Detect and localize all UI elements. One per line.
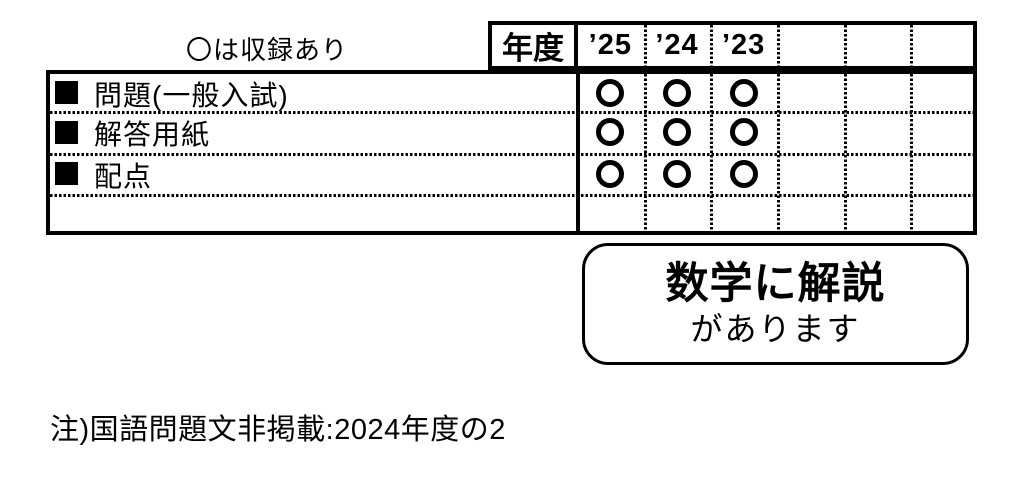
callout-line2: があります	[690, 311, 861, 348]
legend-text: 〇は収録あり	[186, 35, 349, 65]
included-circle-icon	[596, 118, 625, 146]
included-circle-icon	[662, 118, 691, 146]
grid-column-divider-solid	[576, 74, 580, 231]
included-circle-icon	[596, 159, 625, 188]
table-row-label: 配点	[94, 160, 153, 192]
included-circle-icon	[662, 159, 691, 188]
grid-column-divider	[843, 25, 847, 66]
table-row-label: 問題(一般入試)	[94, 79, 289, 111]
year-header-label: 年度	[502, 31, 564, 66]
footnote: 注)国語問題文非掲載:2024年度の2	[50, 414, 506, 446]
included-circle-icon	[729, 159, 758, 188]
included-circle-icon	[729, 78, 758, 107]
included-circle-icon	[662, 78, 691, 107]
table-row-label: 解答用紙	[94, 119, 211, 150]
included-circle-icon	[729, 118, 758, 146]
grid-column-divider	[776, 74, 780, 231]
year-column-header: ’25	[588, 29, 632, 61]
grid-column-divider	[910, 25, 914, 66]
year-column-header: ’24	[655, 29, 699, 61]
year-column-header	[777, 24, 844, 67]
grid-row-divider	[50, 111, 973, 114]
year-column-header	[910, 24, 977, 67]
grid-row-divider	[50, 194, 973, 197]
callout-box: 数学に解説 があります	[582, 243, 969, 365]
grid-row-divider	[50, 153, 973, 156]
year-column-header	[844, 24, 911, 67]
callout-line1: 数学に解説	[665, 259, 886, 308]
grid-column-divider	[776, 25, 780, 66]
black-square-icon	[55, 81, 78, 104]
grid-column-divider	[710, 25, 714, 66]
grid-column-divider	[843, 74, 847, 231]
included-circle-icon	[596, 78, 625, 107]
grid-column-divider	[710, 74, 714, 231]
year-column-header: ’23	[721, 29, 766, 61]
grid-column-divider	[643, 74, 647, 231]
availability-table	[46, 70, 977, 235]
grid-column-divider	[910, 74, 914, 231]
black-square-icon	[55, 162, 78, 185]
black-square-icon	[55, 120, 78, 144]
year-header-cell: 年度	[488, 21, 578, 70]
grid-column-divider	[643, 25, 647, 66]
